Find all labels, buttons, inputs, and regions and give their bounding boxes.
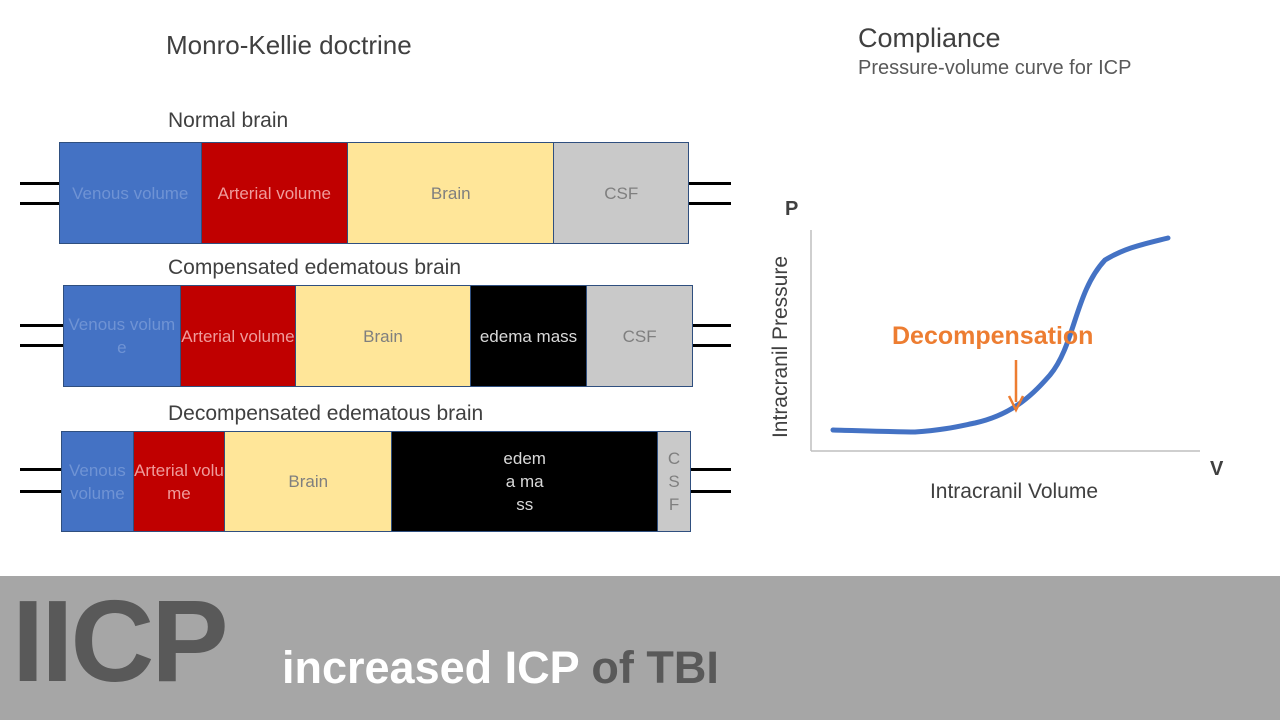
segment-csf: CSF xyxy=(554,143,688,243)
segment-edema-mass: edema mass xyxy=(392,432,659,531)
segment-brain: Brain xyxy=(296,286,471,386)
right-tick xyxy=(689,202,731,205)
segment-venous: Venous volume xyxy=(60,143,202,243)
compliance-subtitle: Pressure-volume curve for ICP xyxy=(858,57,1132,79)
segment-arterial: Arterial volume xyxy=(201,143,349,243)
left-tick xyxy=(20,324,64,327)
monro-kellie-title: Monro-Kellie doctrine xyxy=(166,30,412,60)
left-tick xyxy=(20,344,64,347)
segment-brain: Brain xyxy=(348,143,555,243)
pressure-volume-curve-chart: P V Intracranil Pressure Intracranil Vol… xyxy=(769,198,1224,503)
segment-brain: Brain xyxy=(225,432,393,531)
segment-csf: C S F xyxy=(658,432,690,531)
left-tick xyxy=(20,202,60,205)
y-axis-letter: P xyxy=(785,198,798,220)
left-tick xyxy=(20,182,60,185)
annotation-arrow-head-icon xyxy=(1007,395,1025,413)
volume-bar-compensated: Venous volume Arterial volume Brain edem… xyxy=(63,285,693,387)
segment-venous: Venous volume xyxy=(62,432,134,531)
right-tick xyxy=(693,324,731,327)
compliance-title: Compliance xyxy=(858,23,1001,53)
left-tick xyxy=(20,468,62,471)
volume-bar-normal: Venous volume Arterial volume Brain CSF xyxy=(59,142,689,244)
decompensation-label: Decompensation xyxy=(892,322,1093,350)
row-label-decompensated: Decompensated edematous brain xyxy=(168,402,484,425)
x-axis-letter: V xyxy=(1210,458,1224,480)
segment-arterial: Arterial volume xyxy=(133,432,226,531)
footer-subtitle-white: increased ICP xyxy=(282,642,579,693)
footer-subtitle: increased ICP of TBI xyxy=(282,645,719,690)
volume-bar-decompensated: Venous volume Arterial volume Brain edem… xyxy=(61,431,691,532)
footer-band xyxy=(0,576,1280,720)
y-axis-label: Intracranil Pressure xyxy=(769,256,792,438)
right-tick xyxy=(691,490,731,493)
right-tick xyxy=(691,468,731,471)
segment-edema-mass: edema mass xyxy=(470,286,588,386)
footer-acronym: IICP xyxy=(12,576,229,706)
right-tick xyxy=(689,182,731,185)
left-tick xyxy=(20,490,62,493)
row-label-normal: Normal brain xyxy=(168,109,289,132)
segment-csf: CSF xyxy=(587,286,692,386)
x-axis-label: Intracranil Volume xyxy=(930,480,1098,503)
row-label-compensated: Compensated edematous brain xyxy=(168,256,462,279)
pressure-volume-curve xyxy=(830,235,1171,435)
segment-arterial: Arterial volume xyxy=(180,286,297,386)
right-tick xyxy=(693,344,731,347)
segment-venous: Venous volume xyxy=(64,286,181,386)
footer-subtitle-gray: of TBI xyxy=(591,642,719,693)
